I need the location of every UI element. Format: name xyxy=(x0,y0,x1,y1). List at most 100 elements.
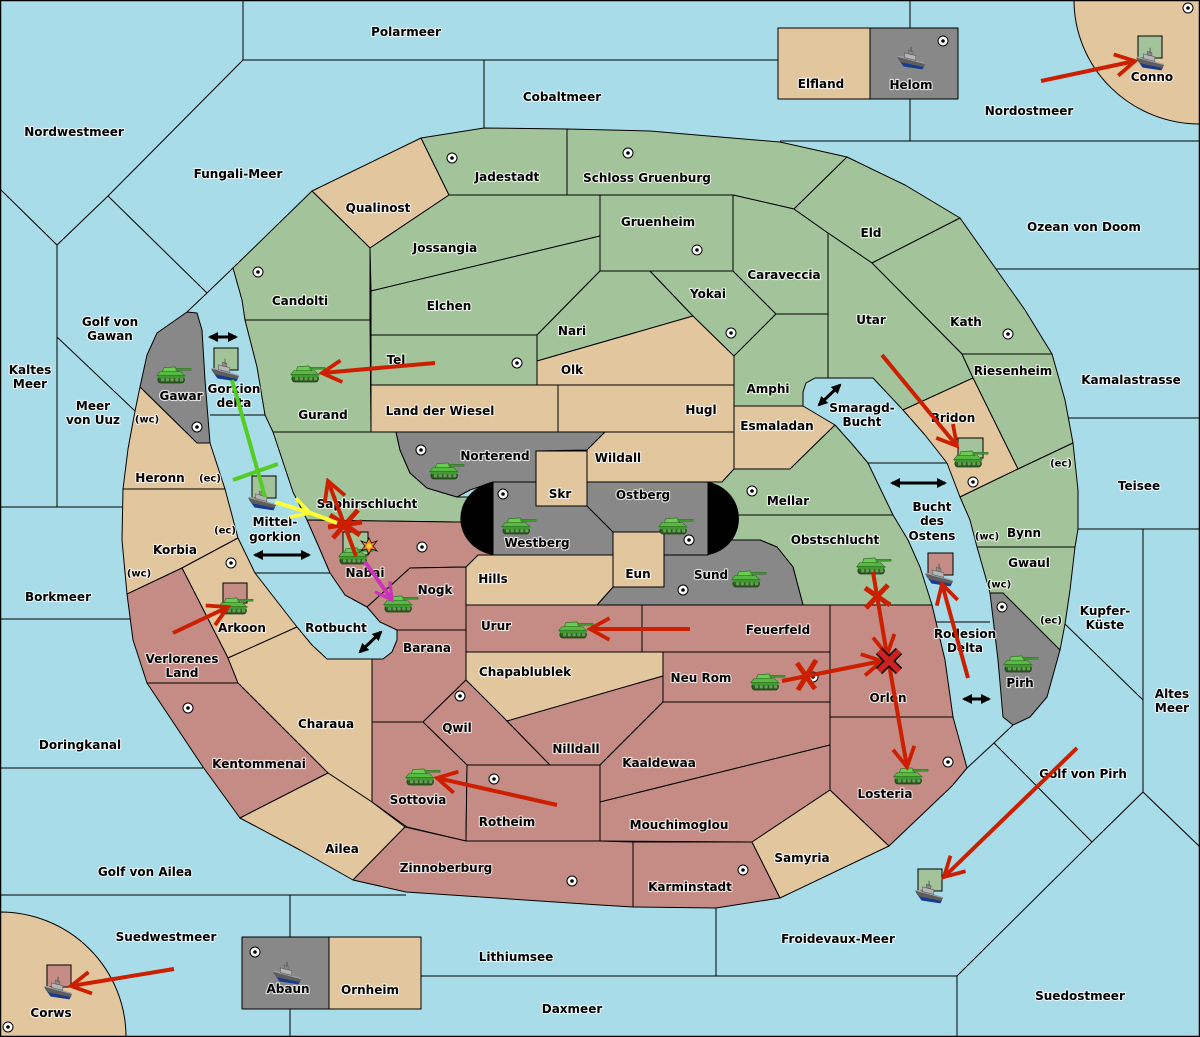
label-mittel-gorkion: Mittel-gorkion xyxy=(249,515,301,544)
label-nari: Nari xyxy=(558,324,586,338)
supply-center-icon xyxy=(622,147,634,159)
label-ornheim: Ornheim xyxy=(341,983,399,997)
label-hugl: Hugl xyxy=(685,403,716,417)
support-order-mittel-gorkion-nabai xyxy=(274,502,338,525)
label-line: Verlorenes xyxy=(146,652,219,666)
label-teisee: Teisee xyxy=(1118,479,1160,493)
label-ozean-von-doom: Ozean von Doom xyxy=(1027,220,1141,234)
label-nordwestmeer: Nordwestmeer xyxy=(24,125,124,139)
territory-rotheim[interactable] xyxy=(465,764,601,842)
label-zinnoberburg: Zinnoberburg xyxy=(400,861,492,875)
supply-center-icon xyxy=(683,534,695,546)
label-line: Ostens xyxy=(909,529,956,543)
label-line: Meer xyxy=(13,377,47,391)
label-smaragd-bucht: Smaragd-Bucht xyxy=(829,401,894,429)
standoff-marker-orlon xyxy=(875,647,903,675)
territory-bynn[interactable] xyxy=(959,442,1079,548)
label-fungali-meer: Fungali-Meer xyxy=(194,167,283,181)
failed-order-x-obstschlucht xyxy=(863,583,892,610)
supply-center-icon xyxy=(1002,328,1014,340)
crossing-arrows xyxy=(208,332,991,704)
impassable-cap-east xyxy=(708,482,739,555)
label-mellar: Mellar xyxy=(767,494,809,508)
label-suedostmeer: Suedostmeer xyxy=(1035,989,1125,1003)
territory-heronn[interactable] xyxy=(122,386,226,490)
label-corws: Corws xyxy=(30,1006,71,1020)
crossing-arrow-rotbucht xyxy=(358,630,383,654)
label-sottovia: Sottovia xyxy=(390,793,447,807)
label-sund: Sund xyxy=(694,568,728,582)
label-saphirschlucht: Saphirschlucht xyxy=(317,497,418,511)
label-caraveccia: Caraveccia xyxy=(747,268,820,282)
label-suedwestmeer: Suedwestmeer xyxy=(116,930,217,944)
order-arrow-nordostmeer-conno xyxy=(1040,61,1135,83)
supply-center-icon xyxy=(454,690,466,702)
label-jossangia: Jossangia xyxy=(412,241,477,255)
label-samyria: Samyria xyxy=(774,851,829,865)
coast-label-korbia-wc: (wc) xyxy=(127,569,151,580)
label-line: Delta xyxy=(947,641,983,655)
orders xyxy=(71,61,1135,986)
supply-center-icon xyxy=(225,557,237,569)
supply-center-icon xyxy=(182,702,194,714)
label-conno: Conno xyxy=(1131,70,1173,84)
supply-center-icon xyxy=(252,266,264,278)
supply-center-icon xyxy=(415,444,427,456)
label-ailea: Ailea xyxy=(325,842,359,856)
label-eun: Eun xyxy=(625,567,650,581)
label-utar: Utar xyxy=(856,313,886,327)
label-gawar: Gawar xyxy=(159,389,202,403)
label-schloss-gruenburg: Schloss Gruenburg xyxy=(583,171,711,185)
label-orlon: Orlon xyxy=(869,691,906,705)
label-polarmeer: Polarmeer xyxy=(371,25,441,39)
label-kamalastrasse: Kamalastrasse xyxy=(1081,373,1181,387)
supply-center-icon xyxy=(942,756,954,768)
label-line: Land xyxy=(166,666,199,680)
label-candolti: Candolti xyxy=(272,294,328,308)
label-nordostmeer: Nordostmeer xyxy=(985,104,1074,118)
label-korbia: Korbia xyxy=(153,543,197,557)
label-kupfer-kueste: Kupfer-Küste xyxy=(1080,604,1130,632)
territory-ornheim[interactable] xyxy=(328,936,422,1010)
territory-gruenheim[interactable] xyxy=(599,194,734,272)
label-rotbucht: Rotbucht xyxy=(305,621,367,635)
supply-center-icon xyxy=(446,152,458,164)
label-line: Golf von xyxy=(82,315,138,329)
supply-center-icon xyxy=(191,421,203,433)
supply-center-icon xyxy=(967,476,979,488)
label-riesenheim: Riesenheim xyxy=(974,364,1053,378)
label-qwil: Qwil xyxy=(442,721,472,735)
supply-center-icon xyxy=(497,488,509,500)
label-froidevaux-meer: Froidevaux-Meer xyxy=(781,932,895,946)
retreat-arrow-nabai-nogk xyxy=(363,560,392,600)
label-abaun: Abaun xyxy=(266,982,309,996)
label-norterend: Norterend xyxy=(460,449,529,463)
order-arrow-neu-rom-orlon xyxy=(781,661,882,683)
territory-karminstadt[interactable] xyxy=(632,841,781,909)
label-line: Meer xyxy=(76,399,110,413)
supply-center-icon xyxy=(691,244,703,256)
order-arrow-rotheim-sottovia xyxy=(437,778,558,807)
label-wildall: Wildall xyxy=(595,451,641,465)
label-kath: Kath xyxy=(950,315,982,329)
label-skr: Skr xyxy=(549,487,572,501)
label-land-der-wiesel: Land der Wiesel xyxy=(386,404,495,418)
order-arrow-obstschlucht-orlon xyxy=(871,571,887,655)
label-chapablublek: Chapablublek xyxy=(479,665,572,679)
coast-label-korbia-ec: (ec) xyxy=(214,526,236,537)
label-line: Kaltes xyxy=(9,363,52,377)
label-pirh: Pirh xyxy=(1006,676,1033,690)
order-arrow-verlorenes-land-arkoon xyxy=(172,607,228,635)
label-ostberg: Ostberg xyxy=(616,488,670,502)
label-line: Bucht xyxy=(842,415,881,429)
supply-center-icon xyxy=(937,35,949,47)
supply-center-icon xyxy=(737,864,749,876)
label-gruenheim: Gruenheim xyxy=(621,215,695,229)
